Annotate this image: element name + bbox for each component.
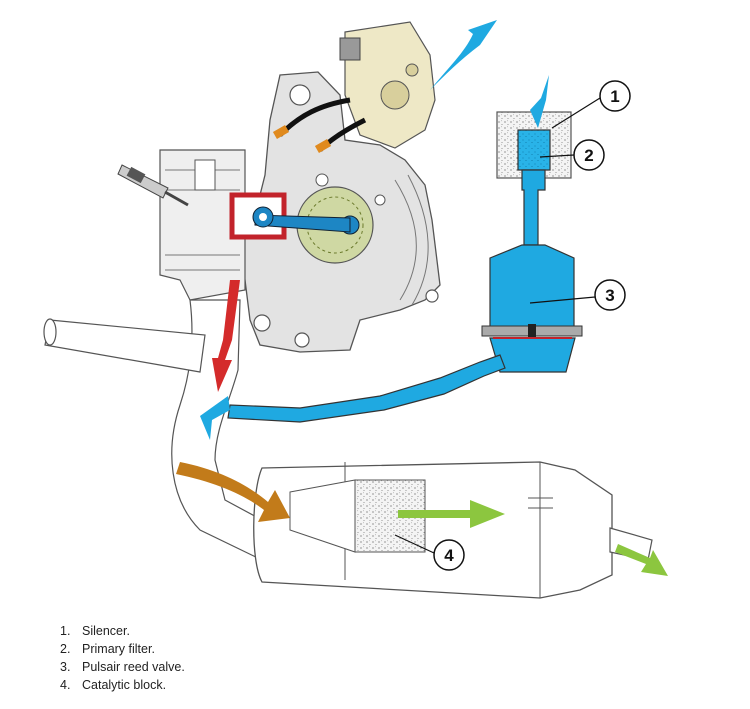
primary-filter (517, 129, 551, 171)
callout-4: 4 (394, 534, 465, 571)
callout-3-label: 3 (605, 286, 614, 305)
legend-item: 2. Primary filter. (60, 640, 185, 658)
heat-shield-tube (44, 319, 206, 373)
outlet-arrow (615, 544, 668, 576)
legend-text: Primary filter. (82, 642, 155, 656)
legend-text: Catalytic block. (82, 678, 167, 692)
blue-return-arrow (200, 396, 230, 440)
legend-number: 1. (60, 624, 71, 638)
legend-item: 1. Silencer. (60, 622, 185, 640)
clean-exhaust-arrow (398, 500, 505, 528)
callout-1-label: 1 (610, 87, 619, 106)
pulsair-system-diagram: 1 2 3 4 (43, 20, 668, 599)
mixed-flow-arrow (176, 462, 290, 522)
legend-text: Silencer. (82, 624, 130, 638)
exhaust-system (43, 299, 653, 599)
callout-3: 3 (529, 279, 626, 311)
carburettor (272, 21, 436, 153)
legend-text: Pulsair reed valve. (82, 660, 185, 674)
spark-plug-icon (117, 164, 189, 207)
legend-item: 4. Catalytic block. (60, 676, 185, 694)
cylinder (117, 149, 351, 301)
pulsair-assembly (227, 111, 583, 423)
legend-number: 3. (60, 660, 71, 674)
legend-item: 3. Pulsair reed valve. (60, 658, 185, 676)
legend-list: 1. Silencer. 2. Primary filter. 3. Pulsair … (60, 622, 185, 694)
filter-air-arrow (530, 75, 549, 128)
callout-4-label: 4 (444, 546, 454, 565)
callout-2-label: 2 (584, 146, 593, 165)
air-intake-arrow (430, 20, 497, 90)
exhaust-arrow (212, 280, 240, 392)
reed-valve (489, 244, 575, 331)
pulsair-pipe (227, 354, 506, 423)
legend-number: 2. (60, 642, 71, 656)
callout-1: 1 (551, 80, 631, 129)
legend-number: 4. (60, 678, 71, 692)
callout-2: 2 (539, 139, 605, 171)
